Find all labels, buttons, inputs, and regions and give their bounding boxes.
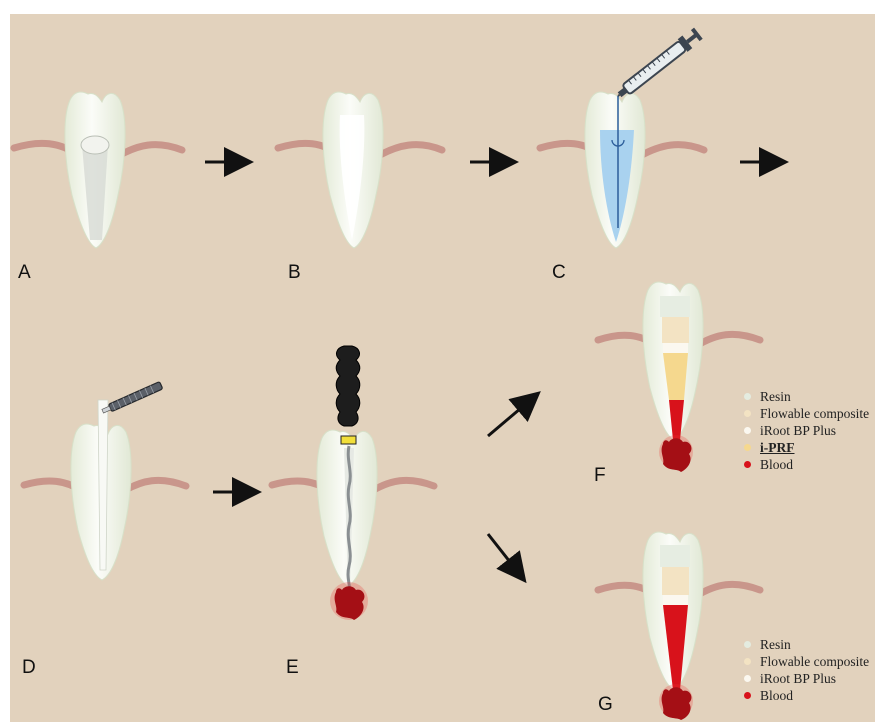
legend-item: Flowable composite	[744, 653, 869, 670]
layer-iroot-bp-plus	[663, 595, 688, 605]
access-cavity	[81, 136, 109, 154]
legend-label: Blood	[760, 456, 793, 473]
panel-label-f: F	[594, 465, 606, 487]
legend-label: iRoot BP Plus	[760, 670, 836, 687]
bleeding	[662, 438, 692, 472]
bleeding	[662, 687, 692, 720]
legend-swatch	[744, 393, 751, 400]
layer-iroot-bp-plus	[663, 343, 688, 353]
medicament-paste	[98, 400, 108, 570]
arrow-e-to-g	[488, 534, 521, 576]
legend-item: Resin	[744, 636, 869, 653]
bleeding	[335, 586, 365, 620]
paste-carrier-instrument	[101, 382, 163, 415]
panel-label-c: C	[552, 262, 566, 284]
outcome-f-tooth	[598, 282, 760, 472]
step-a-tooth	[14, 92, 182, 248]
rubber-stop	[341, 436, 356, 444]
legend-label: iRoot BP Plus	[760, 422, 836, 439]
step-c-tooth	[540, 27, 704, 248]
arrow-e-to-f	[488, 397, 534, 436]
outcome-g-tooth	[598, 532, 760, 720]
legend-item: iRoot BP Plus	[744, 422, 869, 439]
legend-swatch	[744, 658, 751, 665]
legend-item: iRoot BP Plus	[744, 670, 869, 687]
legend-label: Resin	[760, 636, 791, 653]
legend-swatch	[744, 641, 751, 648]
legend-label: Flowable composite	[760, 653, 869, 670]
syringe	[613, 27, 703, 102]
file-handle	[336, 346, 360, 426]
layer-flowable-composite	[662, 567, 689, 595]
step-d-tooth	[24, 382, 186, 580]
legend-item: Blood	[744, 456, 869, 473]
legend-label: Blood	[760, 687, 793, 704]
legend-item: Blood	[744, 687, 869, 704]
panel-label-e: E	[286, 657, 299, 679]
legend-label: Flowable composite	[760, 405, 869, 422]
legend-g: Resin Flowable composite iRoot BP Plus B…	[744, 636, 869, 704]
layer-resin	[660, 545, 690, 567]
legend-swatch	[744, 461, 751, 468]
legend-item: Flowable composite	[744, 405, 869, 422]
panel-label-d: D	[22, 657, 36, 679]
layer-resin	[660, 296, 690, 317]
step-e-tooth	[272, 346, 434, 620]
legend-f: Resin Flowable composite iRoot BP Plus i…	[744, 388, 869, 473]
legend-swatch	[744, 675, 751, 682]
panel-label-b: B	[288, 262, 301, 284]
panel-label-g: G	[598, 694, 613, 716]
legend-swatch	[744, 427, 751, 434]
legend-swatch	[744, 444, 751, 451]
layer-flowable-composite	[662, 317, 689, 343]
legend-swatch	[744, 410, 751, 417]
legend-item: Resin	[744, 388, 869, 405]
legend-label: i-PRF	[760, 439, 795, 456]
legend-item: i-PRF	[744, 439, 869, 456]
legend-label: Resin	[760, 388, 791, 405]
panel-label-a: A	[18, 262, 31, 284]
step-b-tooth	[278, 92, 442, 248]
legend-swatch	[744, 692, 751, 699]
